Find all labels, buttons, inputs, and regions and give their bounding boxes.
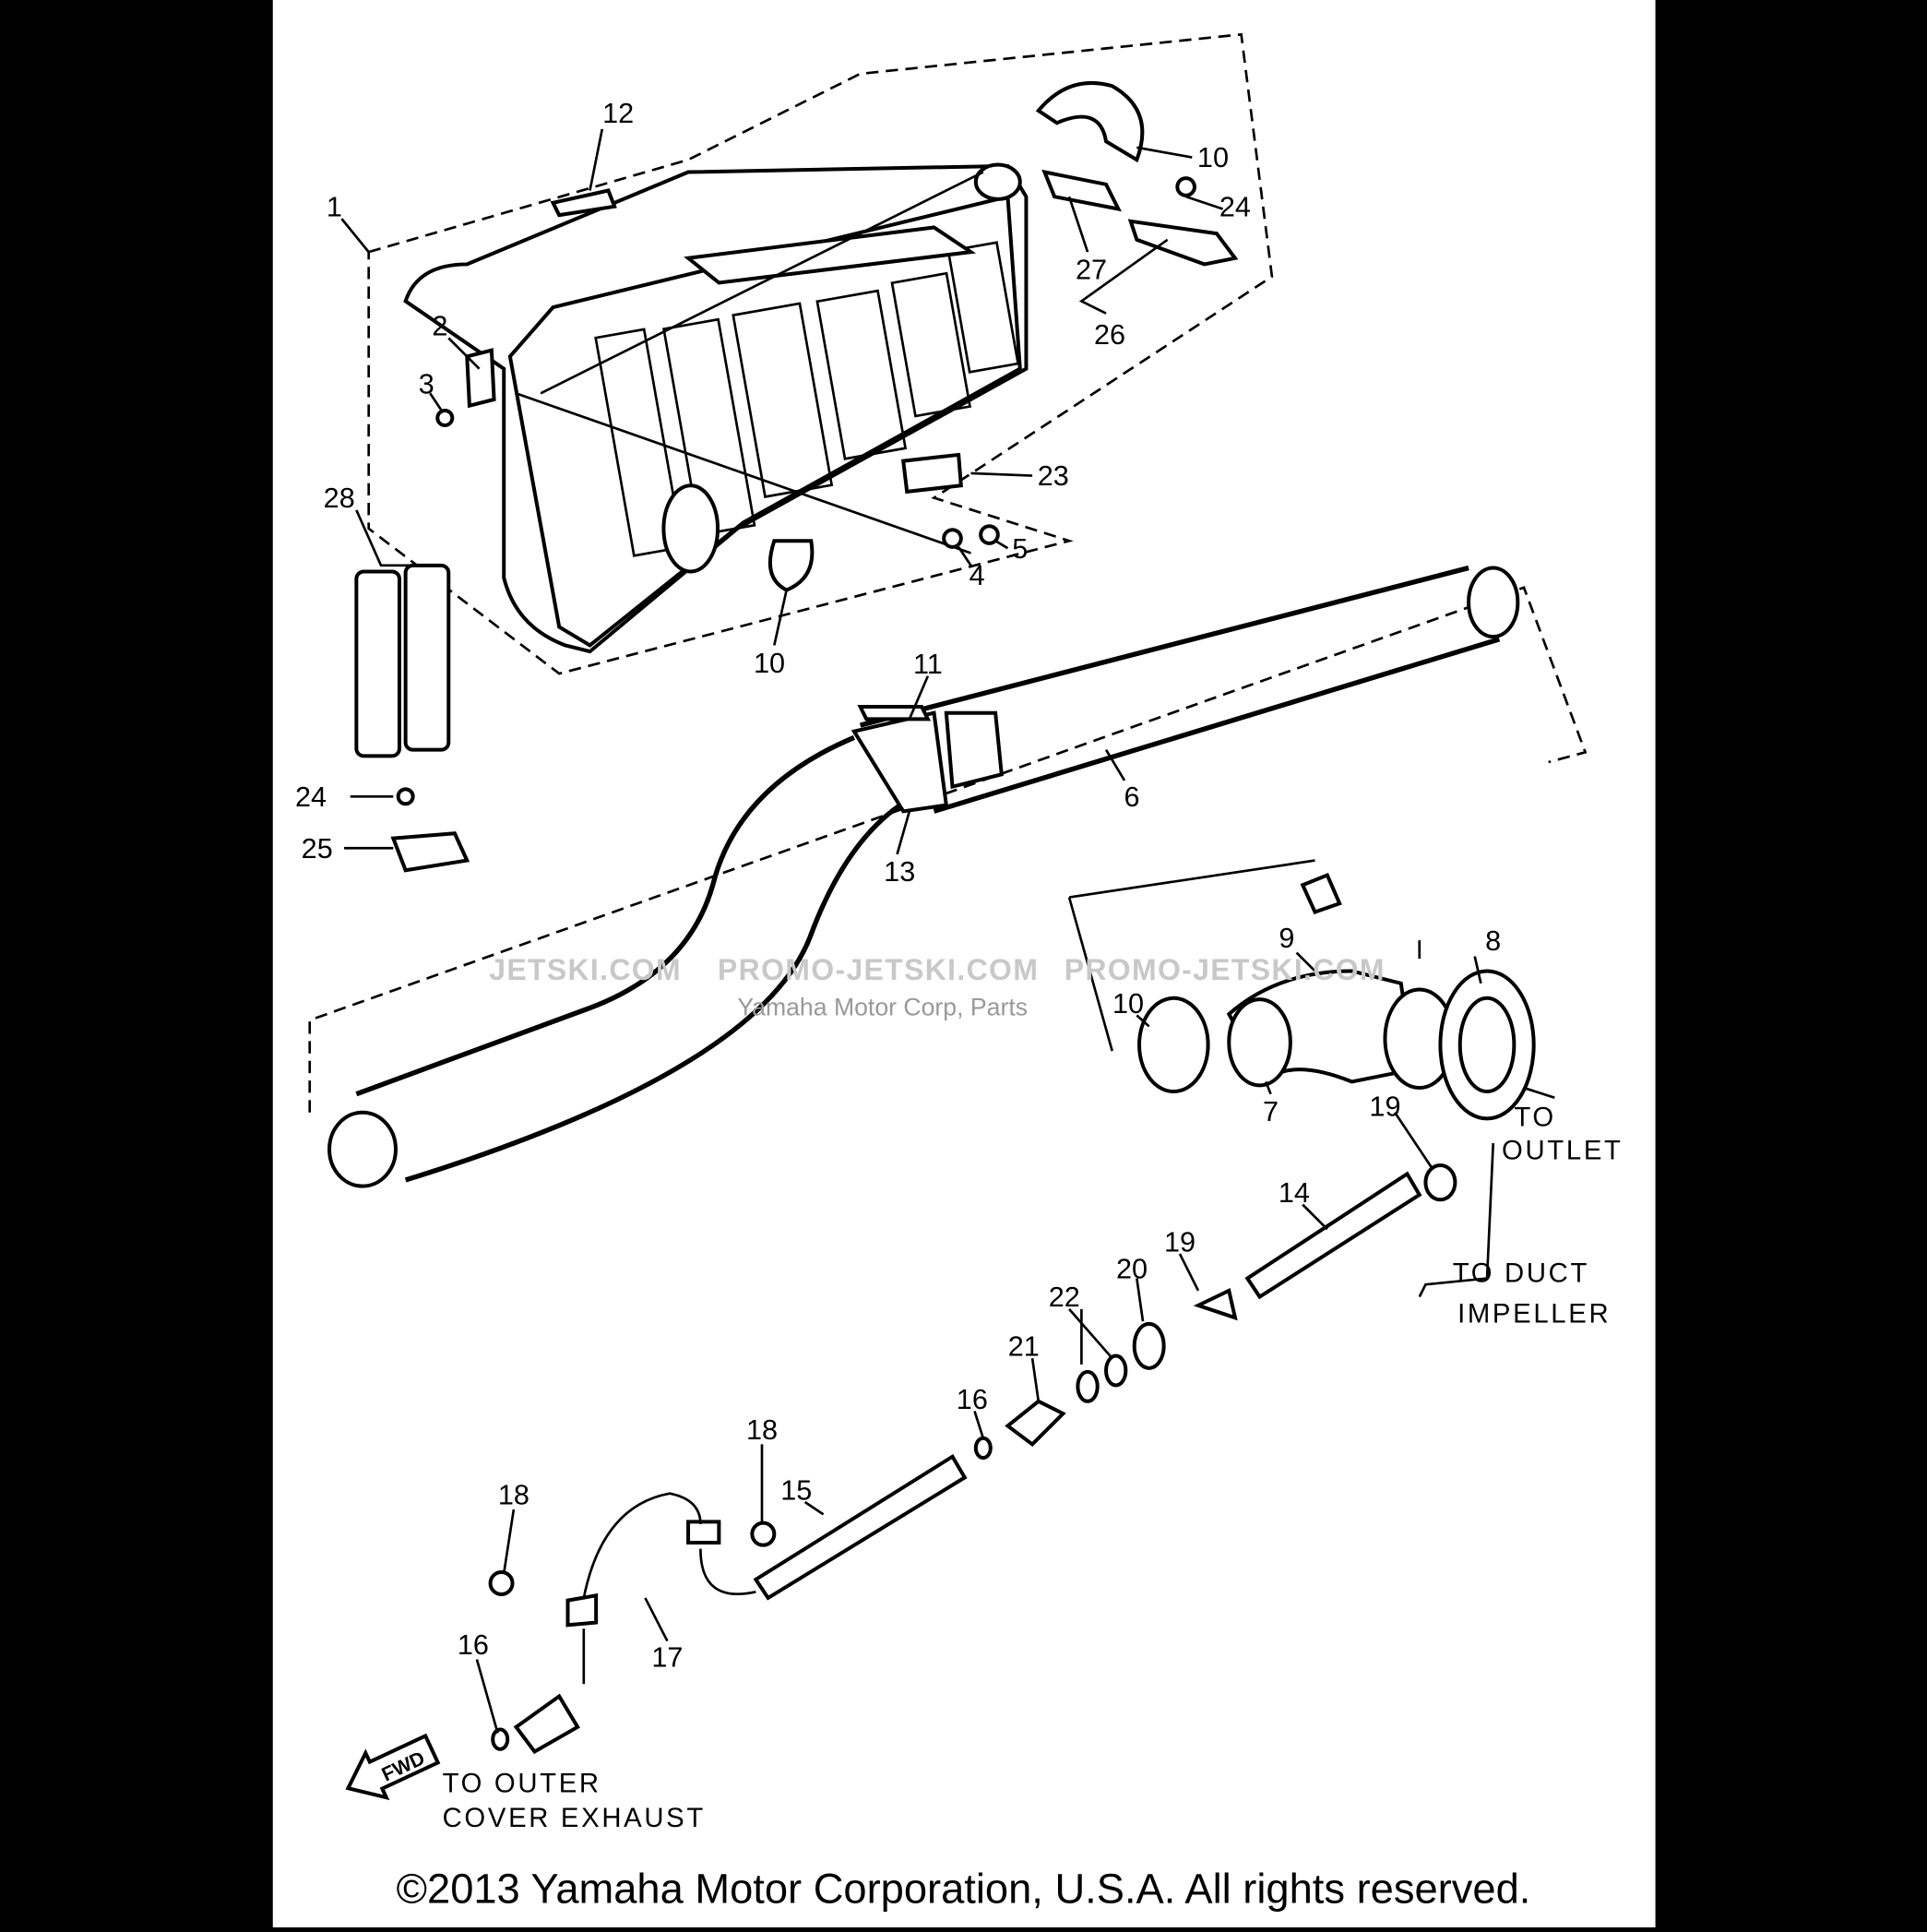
outlet-assembly bbox=[1067, 859, 1555, 1298]
callout-1: 1 bbox=[327, 191, 342, 222]
callout-18: 18 bbox=[498, 1480, 529, 1511]
callout-26: 26 bbox=[1094, 319, 1125, 351]
callout-17: 17 bbox=[651, 1642, 683, 1674]
callout-7: 7 bbox=[1263, 1096, 1279, 1127]
callout-24: 24 bbox=[1219, 191, 1251, 222]
callout-12: 12 bbox=[602, 98, 634, 129]
leader-lines bbox=[340, 128, 1482, 1734]
watermark-middle: PROMO-JETSKI.COM bbox=[718, 953, 1039, 986]
callout-14: 14 bbox=[1279, 1177, 1310, 1209]
callout-23: 23 bbox=[1038, 460, 1069, 492]
callout-5: 5 bbox=[1012, 533, 1028, 565]
callout-15: 15 bbox=[780, 1474, 812, 1506]
air-chamber-assembly bbox=[367, 32, 1274, 675]
watermark-left: JETSKI.COM bbox=[489, 953, 682, 986]
callout-labels: 12 1 10 24 27 26 2 3 23 28 5 4 10 11 6 2… bbox=[295, 98, 1501, 1673]
callout-28: 28 bbox=[324, 483, 355, 514]
callout-25: 25 bbox=[302, 833, 333, 865]
callout-3: 3 bbox=[419, 368, 434, 400]
watermark: JETSKI.COM PROMO-JETSKI.COM PROMO-JETSKI… bbox=[489, 953, 1386, 1021]
callout-22: 22 bbox=[1049, 1282, 1080, 1313]
callout-8: 8 bbox=[1485, 925, 1501, 957]
watermark-right: PROMO-JETSKI.COM bbox=[1065, 953, 1386, 986]
callout-21: 21 bbox=[1008, 1330, 1040, 1362]
callout-24: 24 bbox=[295, 781, 327, 813]
main-hose bbox=[308, 565, 1588, 1188]
copyright-notice: ©2013 Yamaha Motor Corporation, U.S.A. A… bbox=[397, 1865, 1531, 1912]
callout-19: 19 bbox=[1164, 1226, 1195, 1258]
callout-13: 13 bbox=[884, 856, 915, 888]
note-to-duct-line2: IMPELLER bbox=[1457, 1299, 1611, 1330]
callout-27: 27 bbox=[1076, 254, 1107, 285]
note-to-outer-line2: COVER EXHAUST bbox=[443, 1803, 706, 1833]
watermark-overlay: Yamaha Motor Corp, Parts bbox=[737, 993, 1028, 1020]
water-hoses bbox=[488, 1163, 1457, 1755]
callout-19: 19 bbox=[1369, 1091, 1400, 1123]
note-to-outlet-line2: OUTLET bbox=[1502, 1135, 1624, 1165]
note-to-duct-line1: TO DUCT bbox=[1453, 1258, 1589, 1289]
callout-20: 20 bbox=[1116, 1254, 1148, 1285]
strap-parts bbox=[354, 563, 470, 873]
note-to-outlet-line1: TO bbox=[1514, 1102, 1555, 1132]
callout-10: 10 bbox=[1197, 142, 1229, 173]
callout-6: 6 bbox=[1124, 781, 1139, 813]
routing-notes: TO OUTLET TO DUCT IMPELLER TO OUTER COVE… bbox=[345, 1102, 1624, 1833]
callout-2: 2 bbox=[432, 311, 447, 342]
callout-18: 18 bbox=[746, 1414, 778, 1446]
callout-16: 16 bbox=[957, 1384, 988, 1415]
callout-11: 11 bbox=[913, 649, 943, 680]
callout-9: 9 bbox=[1279, 923, 1294, 954]
callout-16: 16 bbox=[458, 1629, 489, 1661]
note-to-outer-line1: TO OUTER bbox=[443, 1768, 601, 1798]
callout-10: 10 bbox=[1112, 988, 1144, 1020]
callout-10: 10 bbox=[754, 648, 785, 679]
callout-4: 4 bbox=[969, 560, 985, 591]
